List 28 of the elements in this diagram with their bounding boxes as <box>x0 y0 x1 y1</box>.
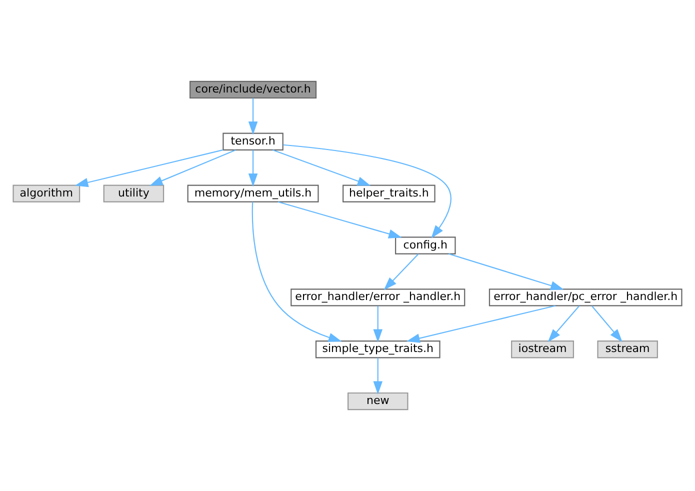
node-box: memory/mem_utils.h <box>187 184 319 202</box>
node-box: iostream <box>511 340 574 358</box>
node-box: error_handler/pc_error _handler.h <box>488 288 682 306</box>
node-box: error_handler/error _handler.h <box>290 288 466 306</box>
arrow <box>591 306 622 342</box>
arrow <box>384 254 419 290</box>
arrow <box>373 358 383 394</box>
arrow <box>548 306 580 342</box>
arrow <box>448 253 564 290</box>
arrow <box>248 98 258 135</box>
node-box: tensor.h <box>222 132 284 150</box>
arrow <box>272 149 371 186</box>
node-box: sstream <box>597 340 658 358</box>
arrow <box>373 306 383 343</box>
arrow <box>74 149 224 188</box>
arrow <box>248 150 258 187</box>
node-box: helper_traits.h <box>342 184 436 202</box>
node-box: config.h <box>395 236 456 254</box>
arrow <box>149 150 236 186</box>
arrow <box>278 201 402 238</box>
arrow <box>406 305 556 343</box>
node-box: simple_type_traits.h <box>315 340 440 358</box>
arrow <box>283 144 452 238</box>
node-box: new <box>348 392 408 410</box>
arrow <box>252 202 342 342</box>
node-box: algorithm <box>12 184 80 202</box>
node-box: utility <box>103 184 164 202</box>
node-box: core/include/vector.h <box>190 80 317 99</box>
